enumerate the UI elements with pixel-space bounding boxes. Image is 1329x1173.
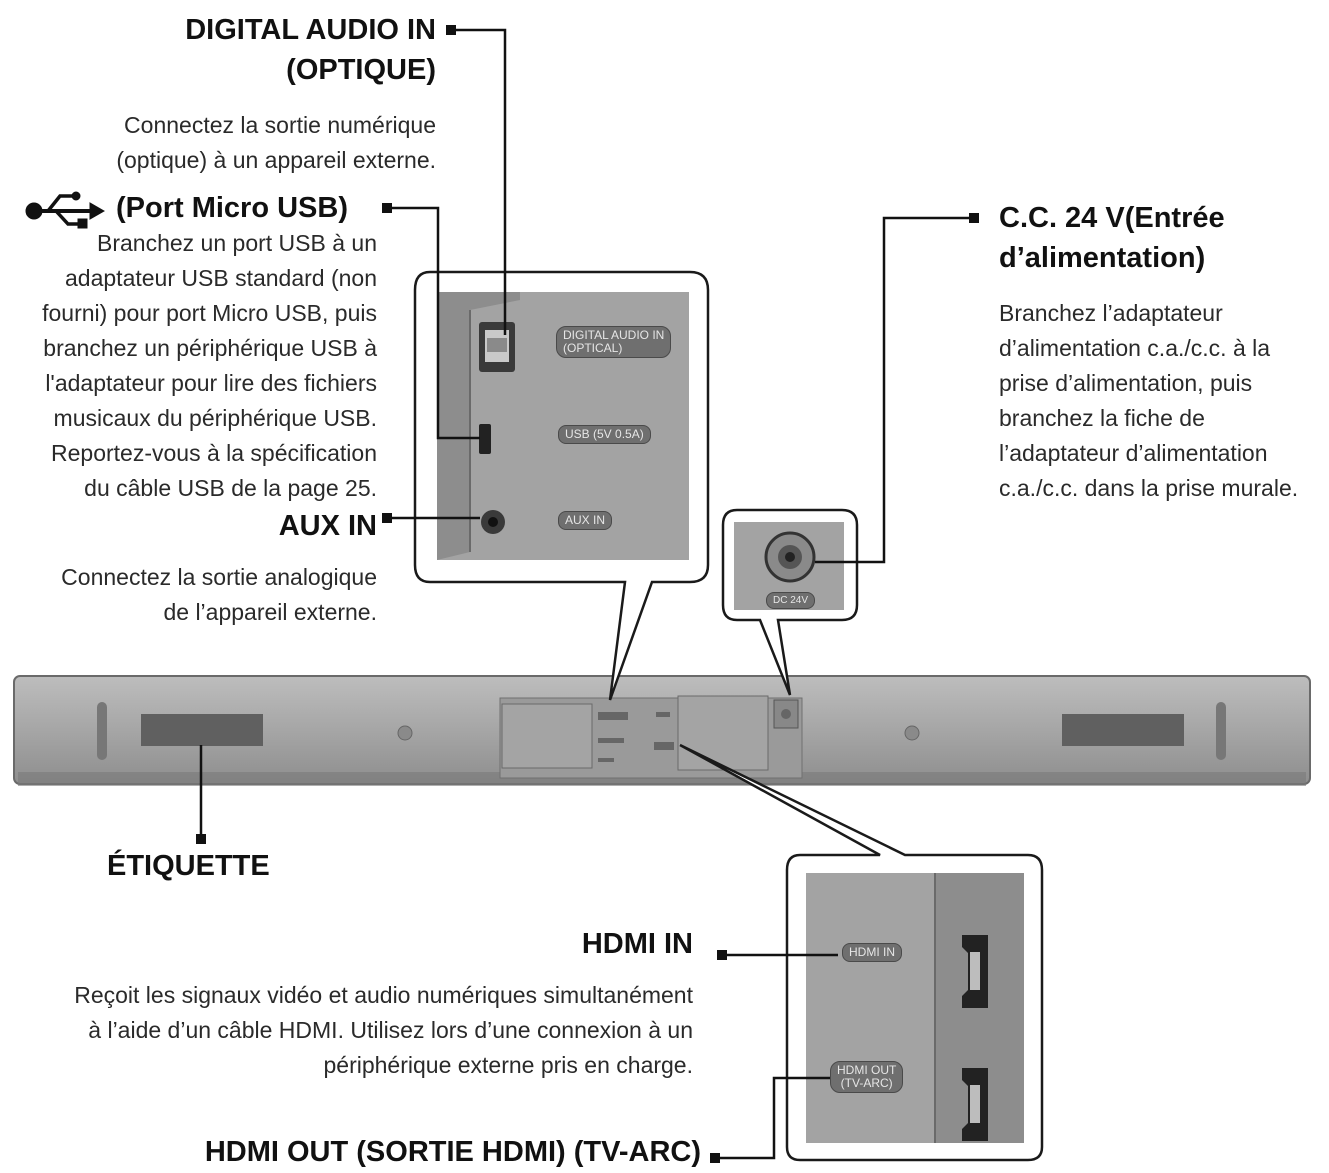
- panel-label-dc: DC 24V: [766, 592, 816, 609]
- soundbar-body: [13, 675, 1311, 786]
- power-heading: C.C. 24 V(Entrée d’alimentation): [999, 202, 1225, 274]
- panel-label-digital: DIGITAL AUDIO IN (OPTICAL): [556, 326, 672, 358]
- leader-lines: [199, 28, 972, 1160]
- aux-heading: AUX IN: [278, 510, 377, 542]
- panel-label-aux: AUX IN: [558, 511, 613, 530]
- leader-markers: [196, 25, 979, 1163]
- panel-label-usb: USB (5V 0.5A): [558, 425, 651, 444]
- hdmi-in-heading: HDMI IN: [581, 928, 693, 960]
- digital-audio-desc: Connectez la sortie numérique (optique) …: [116, 112, 436, 173]
- label-heading: ÉTIQUETTE: [107, 850, 270, 882]
- digital-audio-heading: DIGITAL AUDIO IN (OPTIQUE): [185, 14, 436, 86]
- panel-label-hdmi-in: HDMI IN: [842, 943, 902, 962]
- aux-desc: Connectez la sortie analogique de l’appa…: [61, 564, 377, 625]
- usb-icon: [25, 191, 106, 229]
- label-plate-left: [141, 714, 263, 746]
- hdmi-out-heading: HDMI OUT (SORTIE HDMI) (TV-ARC): [204, 1136, 701, 1168]
- usb-desc: Branchez un port USB à un adaptateur USB…: [42, 230, 377, 501]
- hdmi-in-desc: Reçoit les signaux vidéo et audio numéri…: [74, 982, 693, 1078]
- power-desc: Branchez l’adaptateur d’alimentation c.a…: [999, 300, 1299, 501]
- panel-label-hdmi-out: HDMI OUT (TV-ARC): [830, 1061, 904, 1093]
- label-plate-right: [1062, 714, 1184, 746]
- usb-heading: (Port Micro USB): [116, 192, 348, 224]
